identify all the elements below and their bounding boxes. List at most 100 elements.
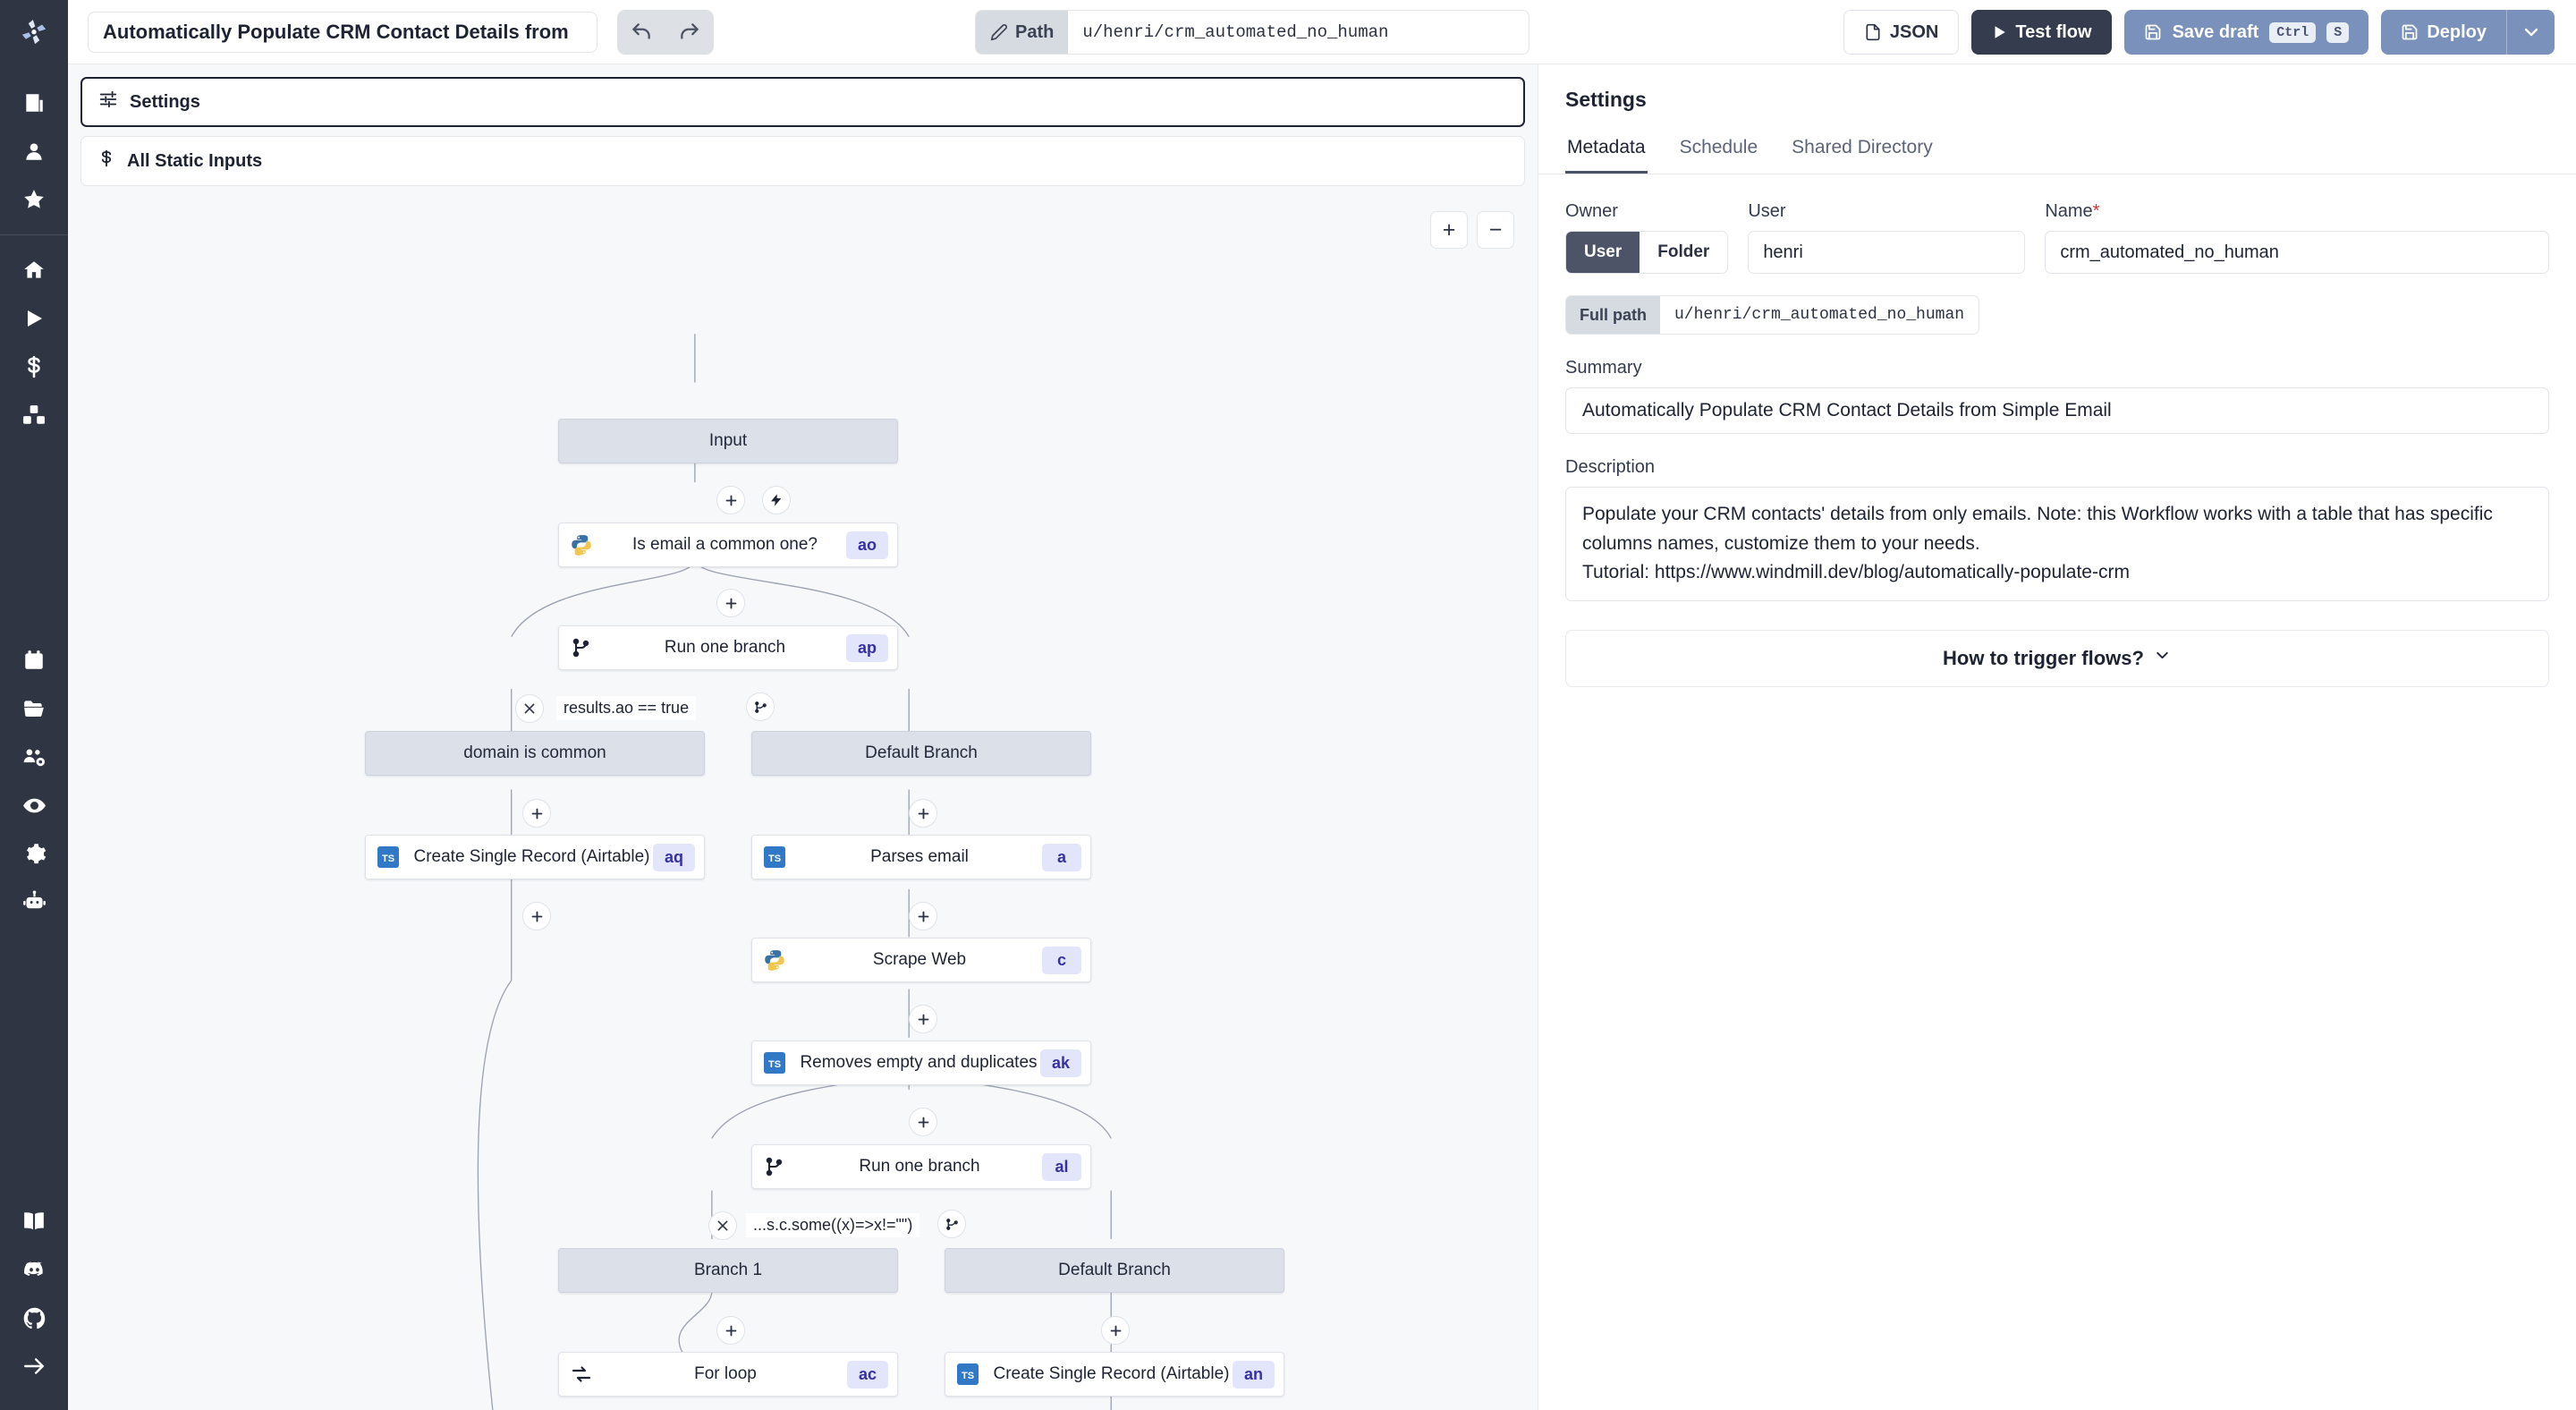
flow-node-a[interactable]: TS Parses email a [751, 835, 1091, 879]
flow-node-default-branch-1[interactable]: Default Branch [751, 731, 1091, 776]
flow-node-branch-1[interactable]: Branch 1 [558, 1248, 898, 1293]
play-icon [1995, 26, 2006, 38]
sidebar-divider [0, 234, 68, 235]
star-icon[interactable] [0, 175, 68, 224]
add-step-button[interactable] [522, 902, 551, 930]
add-step-button[interactable] [909, 1108, 937, 1136]
deploy-button[interactable]: Deploy [2381, 10, 2506, 55]
description-line-1: Populate your CRM contacts' details from… [1582, 504, 2493, 554]
flow-node-input[interactable]: Input [558, 419, 898, 463]
all-static-inputs-accordion[interactable]: All Static Inputs [80, 136, 1525, 186]
settings-panel-title: Settings [1565, 88, 1647, 111]
dollar-icon[interactable] [0, 343, 68, 391]
add-step-button[interactable] [716, 589, 745, 617]
add-step-button[interactable] [909, 1005, 937, 1033]
node-label: Run one branch [859, 1157, 980, 1176]
flow-node-c[interactable]: Scrape Web c [751, 938, 1091, 982]
metadata-form: Owner User Folder User henri Name* crm_a… [1538, 174, 2576, 687]
flow-node-ac[interactable]: For loop ac [558, 1352, 898, 1397]
calendar-icon[interactable] [0, 636, 68, 684]
full-path-value: u/henri/crm_automated_no_human [1674, 306, 1965, 324]
robot-icon[interactable] [0, 878, 68, 926]
settings-accordion[interactable]: Settings [80, 77, 1525, 127]
windmill-logo-icon[interactable] [0, 0, 68, 64]
flow-node-an[interactable]: TS Create Single Record (Airtable) an [945, 1352, 1284, 1397]
flow-graph[interactable]: + − [68, 195, 1538, 1410]
settings-panel: Settings Metadata Schedule Shared Direct… [1538, 64, 2576, 1410]
redo-icon[interactable] [670, 13, 709, 52]
zoom-out-button[interactable]: − [1477, 211, 1514, 249]
node-tag: c [1042, 946, 1081, 974]
owner-user-name-row: Owner User Folder User henri Name* crm_a… [1565, 201, 2549, 274]
name-label: Name* [2045, 201, 2549, 222]
add-branch-button[interactable] [746, 692, 775, 721]
owner-folder-option[interactable]: Folder [1657, 242, 1710, 261]
add-step-button[interactable] [522, 799, 551, 828]
test-flow-label: Test flow [2015, 21, 2092, 42]
undo-icon[interactable] [622, 13, 661, 52]
how-to-trigger-flows-button[interactable]: How to trigger flows? [1565, 629, 2549, 687]
zoom-in-button[interactable]: + [1430, 211, 1468, 249]
add-step-button[interactable] [1101, 1316, 1130, 1345]
tab-shared-directory[interactable]: Shared Directory [1792, 137, 1933, 157]
flow-node-al[interactable]: Run one branch al [751, 1144, 1091, 1189]
all-static-inputs-label: All Static Inputs [127, 150, 263, 171]
building-icon[interactable] [0, 79, 68, 127]
json-button[interactable]: JSON [1843, 10, 1960, 55]
json-button-label: JSON [1889, 21, 1939, 42]
owner-user-option[interactable]: User [1566, 232, 1640, 273]
flow-node-default-branch-2[interactable]: Default Branch [945, 1248, 1284, 1293]
flow-title-input[interactable]: Automatically Populate CRM Contact Detai… [88, 11, 597, 53]
flow-node-ak[interactable]: TS Removes empty and duplicates ak [751, 1041, 1091, 1085]
description-textarea[interactable]: Populate your CRM contacts' details from… [1565, 487, 2549, 601]
user-icon[interactable] [0, 127, 68, 175]
flow-node-ap[interactable]: Run one branch ap [558, 625, 898, 670]
add-step-button[interactable] [716, 486, 745, 514]
flow-node-ao[interactable]: Is email a common one? ao [558, 522, 898, 567]
summary-input[interactable]: Automatically Populate CRM Contact Detai… [1565, 387, 2549, 434]
tab-schedule[interactable]: Schedule [1679, 137, 1758, 157]
add-step-button[interactable] [909, 799, 937, 828]
user-input[interactable]: henri [1748, 231, 2026, 274]
kbd-ctrl: Ctrl [2269, 21, 2317, 43]
chevron-down-icon[interactable] [2506, 10, 2555, 55]
folder-icon[interactable] [0, 684, 68, 733]
remove-branch-button[interactable] [708, 1211, 737, 1240]
zoom-controls: + − [1430, 211, 1514, 249]
add-branch-button[interactable] [937, 1210, 966, 1238]
save-draft-label: Save draft [2172, 21, 2259, 42]
add-step-button[interactable] [716, 1316, 745, 1345]
play-icon[interactable] [0, 294, 68, 343]
settings-tabs: Metadata Schedule Shared Directory [1538, 132, 2576, 174]
gear-icon[interactable] [0, 829, 68, 878]
users-gear-icon[interactable] [0, 733, 68, 781]
save-draft-button[interactable]: Save draft Ctrl S [2123, 10, 2369, 55]
add-step-button[interactable] [909, 902, 937, 930]
flow-node-branch-domain-common[interactable]: domain is common [365, 731, 705, 776]
flow-node-aq[interactable]: TS Create Single Record (Airtable) aq [365, 835, 705, 879]
eye-icon[interactable] [0, 781, 68, 829]
add-trigger-button[interactable] [762, 486, 791, 514]
flow-accordions: Settings All Static Inputs [68, 64, 1538, 195]
tab-metadata[interactable]: Metadata [1565, 132, 1648, 174]
chevron-down-icon [2153, 646, 2172, 670]
how-to-trigger-label: How to trigger flows? [1943, 646, 2144, 669]
github-icon[interactable] [0, 1294, 68, 1342]
branch-condition-label: ...s.c.some((x)=>x!="") [746, 1213, 920, 1237]
home-icon[interactable] [0, 246, 68, 294]
node-tag: ao [845, 531, 888, 559]
node-label: Branch 1 [693, 1261, 763, 1279]
ts-icon: TS [366, 846, 411, 868]
name-input[interactable]: crm_automated_no_human [2045, 231, 2549, 274]
path-field[interactable]: Path u/henri/crm_automated_no_human [975, 10, 1530, 55]
test-flow-button[interactable]: Test flow [1971, 10, 2112, 55]
remove-branch-button[interactable] [515, 694, 544, 723]
arrow-right-icon[interactable] [0, 1342, 68, 1390]
owner-label: Owner [1565, 201, 1618, 221]
cubes-icon[interactable] [0, 391, 68, 439]
discord-icon[interactable] [0, 1245, 68, 1294]
branch-icon [752, 1156, 797, 1177]
owner-type-toggle[interactable]: User Folder [1565, 231, 1729, 274]
book-icon[interactable] [0, 1197, 68, 1245]
required-marker: * [2092, 201, 2100, 221]
